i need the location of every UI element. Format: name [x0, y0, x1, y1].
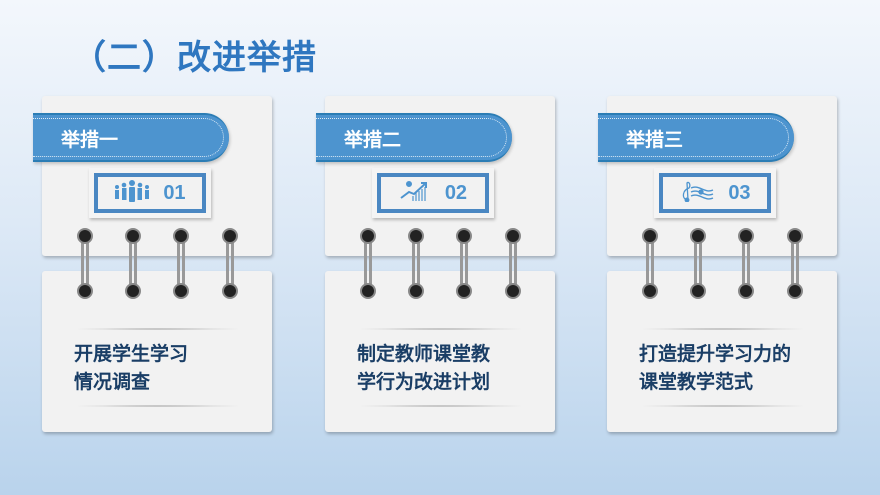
measure-badge: 01 — [89, 168, 211, 218]
divider — [638, 328, 808, 330]
measure-card-1: 举措一 01 开展学生学习情况调查 — [33, 0, 273, 495]
measure-card-3: 举措三 03 打造提升学习力的课堂教学范式 — [598, 0, 838, 495]
measure-text: 打造提升学习力的课堂教学范式 — [639, 343, 792, 393]
growth-chart-icon — [399, 180, 429, 206]
measure-number: 01 — [163, 181, 186, 204]
divider — [356, 328, 526, 330]
measure-label: 举措二 — [344, 129, 402, 151]
measure-card-2: 举措二 02 制定教师课堂教学行为改进计划 — [316, 0, 556, 495]
measure-label: 举措一 — [61, 129, 119, 151]
measure-label: 举措三 — [626, 129, 684, 151]
measure-number: 02 — [444, 181, 468, 204]
people-icon — [114, 180, 150, 206]
measure-ribbon: 举措一 — [33, 113, 229, 162]
measure-text: 制定教师课堂教学行为改进计划 — [357, 343, 491, 393]
music-note-icon — [679, 180, 715, 206]
divider — [73, 328, 243, 330]
measure-number: 03 — [728, 181, 751, 204]
measure-ribbon: 举措二 — [316, 113, 512, 162]
measure-ribbon: 举措三 — [598, 113, 794, 162]
page-title: （二）改进举措 — [72, 38, 317, 78]
divider — [73, 405, 243, 407]
measure-badge: 03 — [654, 168, 776, 218]
measure-badge: 02 — [372, 168, 494, 218]
divider — [356, 405, 526, 407]
measure-text: 开展学生学习情况调查 — [74, 343, 189, 393]
divider — [638, 405, 808, 407]
